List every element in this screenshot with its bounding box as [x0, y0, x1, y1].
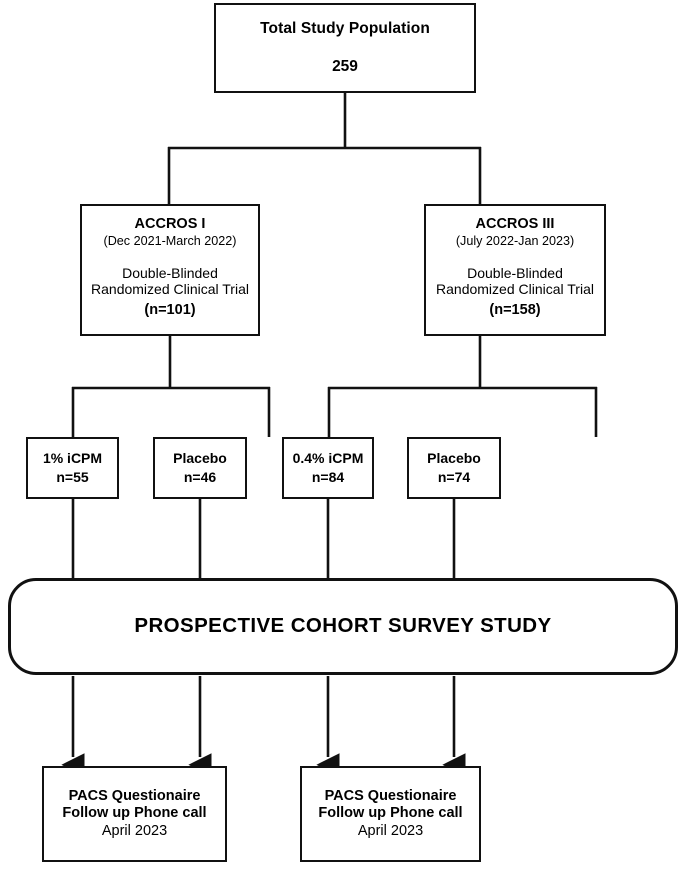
trial-design-line-1: Double-Blinded — [467, 264, 563, 281]
arm-label: Placebo — [427, 450, 481, 467]
total-population-count: 259 — [332, 58, 358, 75]
arm-label: 1% iCPM — [42, 450, 103, 467]
node-total-study-population: Total Study Population 259 — [214, 3, 476, 93]
node-arm-treatment: 0.4% iCPM n=84 — [282, 437, 374, 499]
trial-design-line-2: Randomized Clinical Trial — [436, 281, 594, 298]
trial-design-line-2: Randomized Clinical Trial — [91, 281, 249, 298]
outcome-line-1: PACS Questionaire — [68, 787, 201, 804]
trial-dates: (Dec 2021-March 2022) — [103, 234, 237, 249]
trial-name: ACCROS III — [475, 216, 555, 232]
node-trial-accros-3: ACCROS III (July 2022-Jan 2023) Double-B… — [424, 204, 606, 336]
outcome-date: April 2023 — [101, 823, 168, 840]
node-arm-placebo: Placebo n=46 — [153, 437, 247, 499]
node-arm-treatment: 1% iCPM n=55 — [26, 437, 119, 499]
arm-label: Placebo — [173, 450, 227, 467]
outcome-line-2: Follow up Phone call — [62, 804, 207, 821]
node-outcome-questionnaire: PACS Questionaire Follow up Phone call A… — [300, 766, 481, 862]
trial-sample-size: (n=101) — [144, 302, 196, 318]
outcome-line-2: Follow up Phone call — [318, 804, 463, 821]
total-population-title: Total Study Population — [260, 19, 430, 37]
arm-sample-size: n=84 — [311, 469, 345, 485]
outcome-date: April 2023 — [357, 823, 424, 840]
trial-name: ACCROS I — [134, 216, 206, 232]
node-trial-accros-1: ACCROS I (Dec 2021-March 2022) Double-Bl… — [80, 204, 260, 336]
arm-label: 0.4% iCPM — [292, 450, 364, 467]
arm-sample-size: n=46 — [183, 469, 217, 485]
trial-dates: (July 2022-Jan 2023) — [455, 234, 575, 249]
arm-sample-size: n=55 — [56, 469, 89, 485]
outcome-line-1: PACS Questionaire — [324, 787, 457, 804]
trial-sample-size: (n=158) — [489, 302, 541, 318]
arm-sample-size: n=74 — [437, 469, 471, 485]
node-prospective-cohort-survey: PROSPECTIVE COHORT SURVEY STUDY — [8, 578, 678, 675]
node-arm-placebo: Placebo n=74 — [407, 437, 501, 499]
node-outcome-questionnaire: PACS Questionaire Follow up Phone call A… — [42, 766, 227, 862]
trial-design-line-1: Double-Blinded — [122, 264, 218, 281]
survey-label: PROSPECTIVE COHORT SURVEY STUDY — [134, 614, 552, 638]
